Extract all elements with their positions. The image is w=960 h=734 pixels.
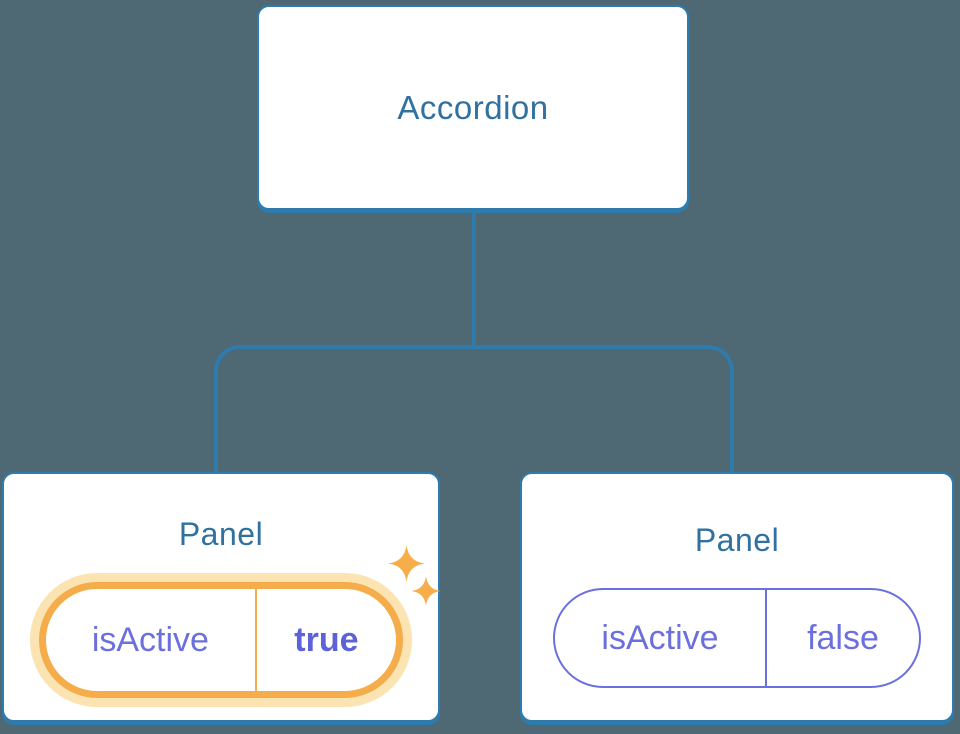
sparkle-small-icon	[411, 576, 441, 606]
accordion-node: Accordion	[257, 5, 689, 210]
state-pill-inactive: isActive false	[553, 588, 921, 688]
state-name: isActive	[601, 618, 719, 657]
sparkle-large-icon	[388, 545, 425, 582]
pill-divider	[764, 590, 767, 686]
state-value: false	[807, 618, 879, 657]
connector-branch	[214, 345, 734, 472]
panel-label: Panel	[694, 522, 780, 558]
panel-node-inactive: Panel isActive false	[520, 472, 954, 722]
pill-divider	[254, 589, 257, 691]
state-name: isActive	[91, 620, 209, 659]
panel-node-active: Panel isActive true	[2, 472, 440, 722]
state-value: true	[294, 620, 359, 659]
state-pill-active: isActive true	[39, 582, 403, 698]
connector-stem	[472, 210, 476, 349]
accordion-node-label: Accordion	[397, 88, 549, 126]
panel-label: Panel	[178, 516, 264, 552]
